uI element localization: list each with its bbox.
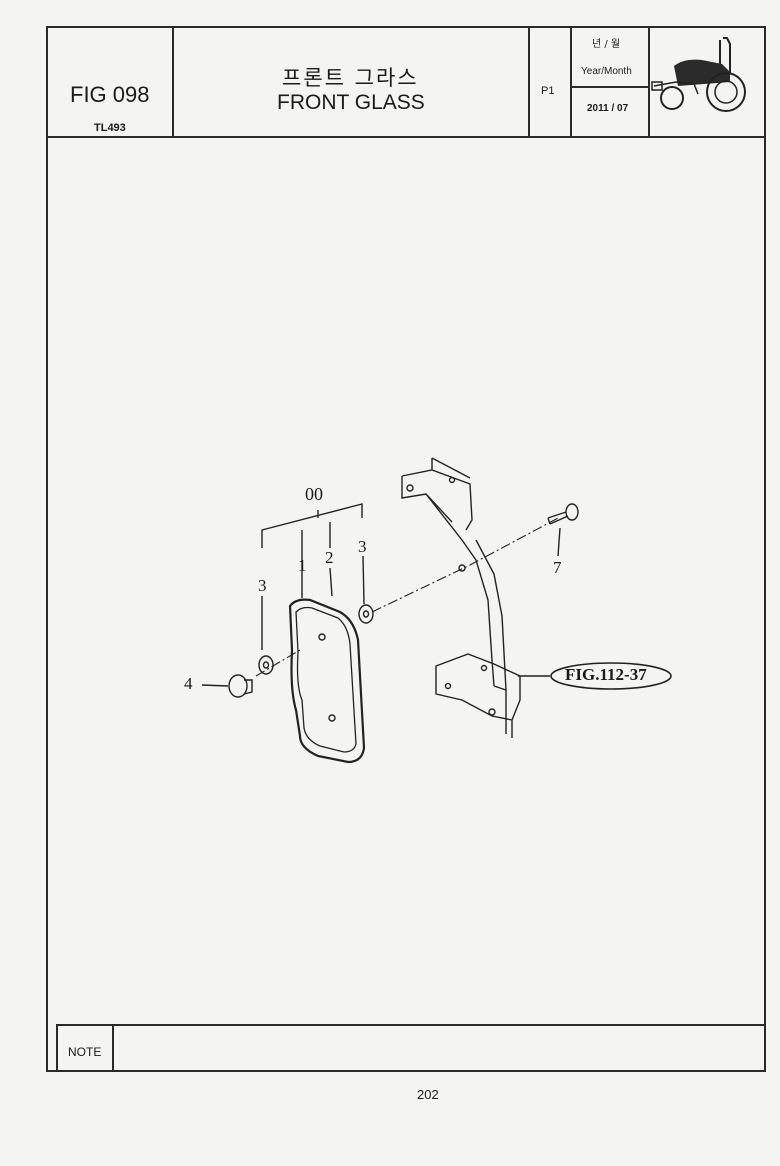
year-month-label: Year/Month — [581, 66, 632, 77]
page-number: 202 — [417, 1087, 439, 1102]
windshield-bracket — [401, 457, 521, 738]
note-label: NOTE — [68, 1045, 102, 1059]
leader-4 — [201, 684, 229, 687]
leader-3b — [362, 555, 365, 605]
callout-3-left: 3 — [258, 576, 267, 595]
leader-7 — [557, 527, 561, 557]
model-code: TL493 — [94, 122, 126, 134]
header-bottom-rule — [46, 136, 766, 138]
callout-2: 2 — [325, 548, 334, 567]
fig-reference-label: FIG.112-37 — [565, 665, 647, 684]
header-divider-4 — [648, 26, 650, 138]
tractor-icon — [651, 37, 746, 112]
title-english: FRONT GLASS — [277, 91, 425, 114]
fig-number: FIG 098 — [70, 82, 150, 107]
note-left-rule — [56, 1024, 58, 1072]
page-tag: P1 — [541, 85, 555, 97]
page-frame — [46, 26, 766, 1072]
year-month-korean: 년 / 월 — [592, 39, 621, 50]
callout-00: 00 — [305, 484, 323, 504]
year-month-rule — [570, 86, 650, 88]
header-divider-2 — [528, 26, 530, 138]
knob — [228, 674, 248, 698]
callout-3-right: 3 — [358, 537, 367, 556]
note-divider — [112, 1026, 114, 1070]
header-divider-3 — [570, 26, 572, 138]
leader-bracket-00 — [261, 503, 363, 548]
glass-panel — [288, 598, 366, 764]
callout-1: 1 — [298, 556, 307, 575]
year-month-value: 2011 / 07 — [587, 103, 629, 114]
callout-4: 4 — [184, 674, 193, 693]
callout-7: 7 — [553, 558, 562, 577]
note-top-rule — [56, 1024, 766, 1026]
title-korean: 프론트 그라스 — [282, 66, 419, 90]
washer-left — [258, 655, 274, 675]
header-divider-1 — [172, 26, 174, 138]
ref-oval — [550, 662, 672, 690]
washer-right — [358, 604, 374, 624]
bolt — [547, 511, 569, 525]
leader-2 — [329, 522, 333, 597]
